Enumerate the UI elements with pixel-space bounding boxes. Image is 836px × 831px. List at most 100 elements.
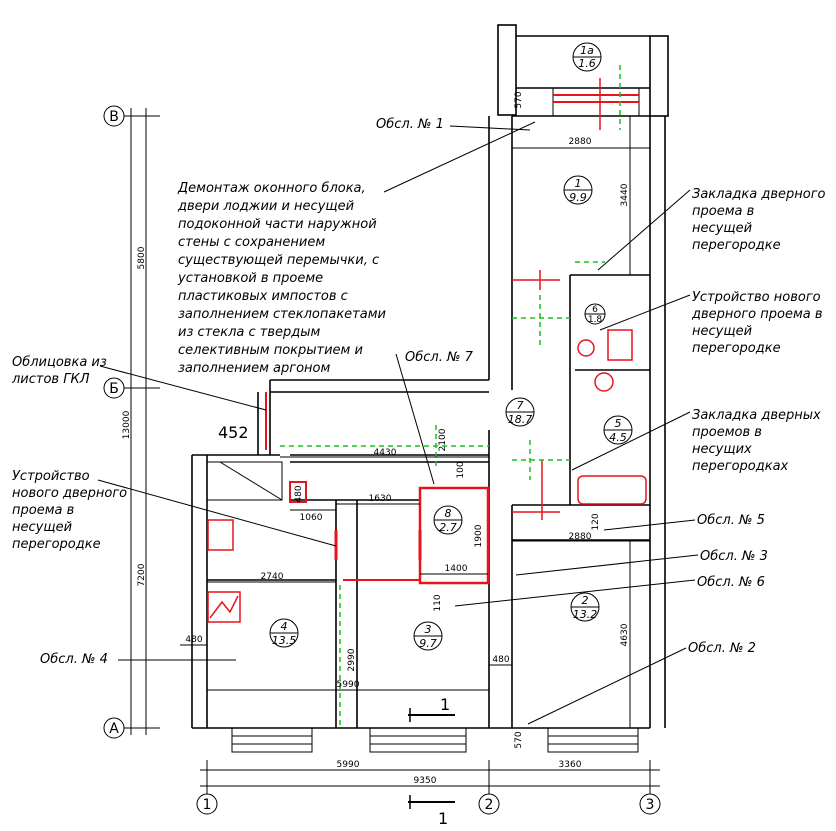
- inner-dimensions: 2880 3440 570 570 4430 2100 100 480 1060…: [180, 91, 650, 749]
- svg-text:1900: 1900: [474, 524, 484, 547]
- room-8-marker: 8 2.7: [433, 505, 463, 535]
- svg-text:1: 1: [438, 809, 448, 828]
- svg-text:1: 1: [575, 177, 582, 190]
- room-6-marker: 6 1.8: [584, 303, 606, 325]
- svg-text:Обсл. № 7: Обсл. № 7: [405, 350, 474, 365]
- svg-text:480: 480: [185, 635, 202, 645]
- svg-text:2990: 2990: [347, 648, 357, 671]
- callout-obsl-1: Обсл. № 1: [376, 117, 531, 132]
- svg-text:5: 5: [615, 417, 622, 430]
- new-construction-red: [207, 78, 647, 623]
- left-dimension-chain: 5800 13000 7200: [122, 108, 150, 735]
- demolition-green: [280, 65, 621, 728]
- callout-obsl-4: Обсл. № 4: [40, 652, 236, 667]
- svg-text:4630: 4630: [620, 623, 630, 646]
- svg-text:подоконной части наружной: подоконной части наружной: [178, 217, 377, 232]
- svg-text:Обсл. № 2: Обсл. № 2: [688, 641, 756, 656]
- svg-text:2: 2: [485, 797, 494, 813]
- svg-text:1: 1: [203, 797, 212, 813]
- svg-text:3: 3: [646, 797, 655, 813]
- room-1-marker: 1 9.9: [563, 175, 593, 205]
- room-5-marker: 5 4.5: [603, 415, 633, 445]
- svg-text:1630: 1630: [369, 494, 392, 504]
- windows: [231, 87, 640, 753]
- new-door-left-note: Устройство нового дверного проема в несу…: [12, 469, 337, 552]
- svg-text:селективным покрытием и: селективным покрытием и: [178, 343, 363, 358]
- svg-text:Обсл. № 6: Обсл. № 6: [697, 575, 765, 590]
- svg-text:7200: 7200: [137, 563, 147, 586]
- svg-text:1: 1: [440, 695, 450, 714]
- svg-text:Закладка дверных: Закладка дверных: [692, 408, 821, 423]
- svg-text:5800: 5800: [137, 246, 147, 269]
- svg-text:480: 480: [294, 485, 304, 502]
- svg-text:7: 7: [517, 399, 524, 412]
- svg-text:Демонтаж оконного блока,: Демонтаж оконного блока,: [177, 181, 366, 196]
- callout-obsl-5: Обсл. № 5: [603, 513, 765, 531]
- svg-text:Устройство: Устройство: [12, 469, 90, 484]
- section-mark-top: 1: [408, 695, 455, 722]
- svg-text:Облицовка из: Облицовка из: [12, 355, 107, 370]
- svg-text:9350: 9350: [414, 776, 437, 786]
- callout-obsl-3: Обсл. № 3: [515, 549, 768, 576]
- room-3-marker: 3 9.7: [413, 621, 443, 651]
- svg-text:570: 570: [514, 91, 524, 108]
- svg-text:6: 6: [592, 305, 598, 315]
- svg-text:110: 110: [433, 594, 443, 611]
- svg-text:1a: 1a: [580, 44, 594, 57]
- svg-text:А: А: [109, 721, 119, 737]
- svg-text:13000: 13000: [122, 410, 132, 439]
- room-2-marker: 2 13.2: [570, 592, 600, 622]
- svg-text:Обсл. № 5: Обсл. № 5: [697, 513, 765, 528]
- gkl-note: Облицовка из листов ГКЛ: [11, 355, 267, 411]
- svg-text:9.7: 9.7: [419, 637, 437, 650]
- svg-text:120: 120: [591, 513, 601, 530]
- svg-text:18.7: 18.7: [508, 413, 533, 426]
- svg-text:100: 100: [456, 461, 466, 478]
- room-1a-marker: 1a 1.6: [572, 42, 602, 72]
- room-4-marker: 4 13.5: [269, 618, 299, 648]
- svg-text:Обсл. № 4: Обсл. № 4: [40, 652, 108, 667]
- bottom-dimension-chain: 5990 3360 9350: [200, 760, 660, 790]
- svg-text:несущей: несущей: [12, 520, 72, 535]
- svg-text:нового дверного: нового дверного: [12, 486, 127, 501]
- callout-obsl-6: Обсл. № 6: [454, 575, 765, 607]
- svg-text:480: 480: [492, 655, 509, 665]
- svg-text:установкой в проеме: установкой в проеме: [177, 271, 323, 286]
- svg-text:3360: 3360: [559, 760, 582, 770]
- svg-text:2880: 2880: [569, 137, 592, 147]
- svg-text:В: В: [109, 109, 119, 125]
- room-7-marker: 7 18.7: [505, 397, 535, 427]
- demolition-note: Демонтаж оконного блока, двери лоджии и …: [177, 121, 536, 376]
- svg-text:4.5: 4.5: [609, 431, 627, 444]
- svg-text:Обсл. № 1: Обсл. № 1: [376, 117, 444, 132]
- svg-text:несущей: несущей: [692, 324, 752, 339]
- svg-text:8: 8: [445, 507, 452, 520]
- svg-text:570: 570: [514, 731, 524, 748]
- svg-text:несущих: несущих: [692, 442, 752, 457]
- svg-text:3: 3: [425, 623, 432, 636]
- svg-text:5990: 5990: [337, 760, 360, 770]
- svg-text:2: 2: [582, 594, 589, 607]
- svg-text:несущей: несущей: [692, 221, 752, 236]
- svg-text:1400: 1400: [445, 564, 468, 574]
- callout-obsl-7: Обсл. № 7: [395, 350, 474, 485]
- svg-text:дверного проема в: дверного проема в: [691, 307, 823, 322]
- svg-text:Устройство нового: Устройство нового: [692, 290, 821, 305]
- svg-text:перегородке: перегородке: [692, 238, 781, 253]
- svg-text:двери лоджии и несущей: двери лоджии и несущей: [177, 199, 354, 214]
- svg-text:2740: 2740: [261, 572, 284, 582]
- svg-text:5990: 5990: [337, 680, 360, 690]
- svg-text:проемов в: проемов в: [692, 425, 762, 440]
- svg-text:существующей перемычки, с: существующей перемычки, с: [178, 253, 379, 268]
- svg-text:Обсл. № 3: Обсл. № 3: [700, 549, 768, 564]
- section-mark-bottom: 1: [408, 795, 455, 828]
- svg-text:13.5: 13.5: [272, 634, 297, 647]
- svg-text:4: 4: [281, 620, 288, 633]
- svg-text:перегородках: перегородках: [692, 459, 789, 474]
- svg-text:заполнением стеклопакетами: заполнением стеклопакетами: [178, 307, 386, 322]
- svg-text:13.2: 13.2: [573, 608, 598, 621]
- svg-text:заполнением аргоном: заполнением аргоном: [178, 361, 330, 376]
- svg-text:проема в: проема в: [692, 204, 754, 219]
- svg-text:2.7: 2.7: [439, 521, 457, 534]
